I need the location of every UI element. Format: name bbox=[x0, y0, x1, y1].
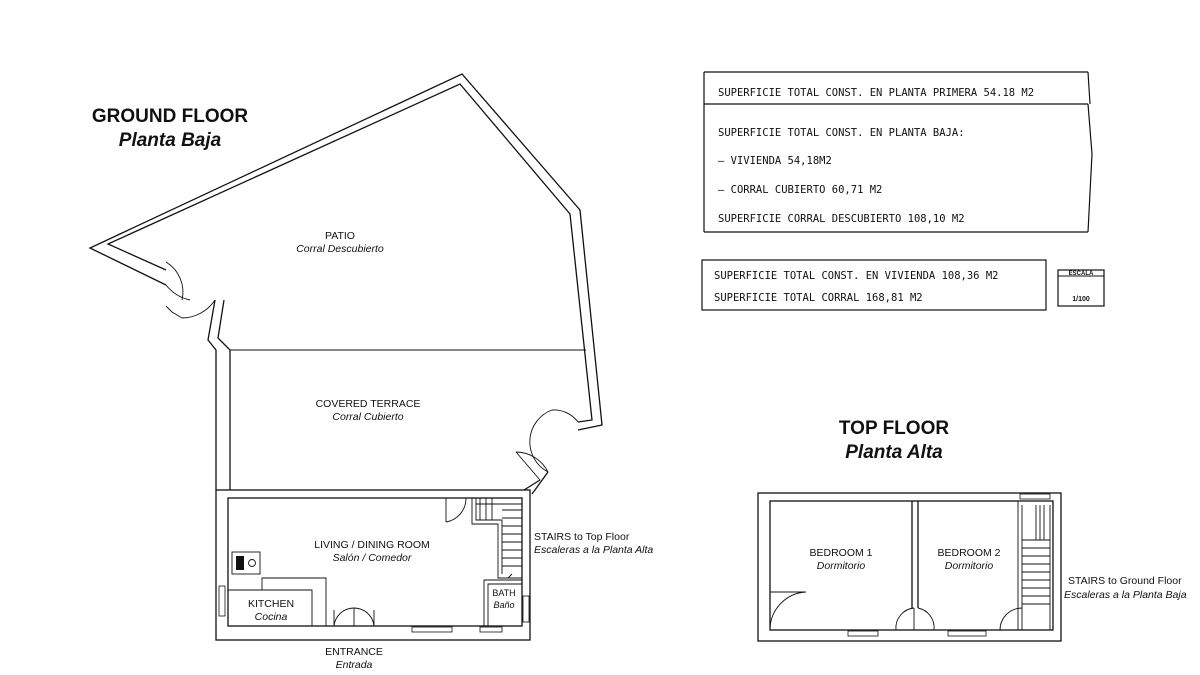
surface-totals-table: SUPERFICIE TOTAL CONST. EN VIVIENDA 108,… bbox=[701, 259, 1047, 311]
totals-row-corral: SUPERFICIE TOTAL CORRAL 168,81 M2 bbox=[714, 292, 923, 304]
kitchen-counter bbox=[228, 589, 313, 626]
surface-area-table: SUPERFICIE TOTAL CONST. EN PLANTA PRIMER… bbox=[703, 71, 1093, 233]
bath-window bbox=[479, 626, 503, 633]
patio-sublabel: Corral Descubierto bbox=[296, 243, 384, 255]
top-floor-plan: BEDROOM 1 Dormitorio BEDROOM 2 Dormitori… bbox=[757, 492, 1187, 642]
surface-row-first-floor: SUPERFICIE TOTAL CONST. EN PLANTA PRIMER… bbox=[718, 87, 1034, 99]
top-stairs-door bbox=[999, 607, 1023, 631]
bath-walls bbox=[483, 579, 522, 626]
living-top-door bbox=[445, 497, 467, 523]
bedroom1-door bbox=[769, 591, 807, 631]
ground-floor-subtitle: Planta Baja bbox=[119, 130, 222, 151]
bath-sublabel: Baño bbox=[493, 600, 514, 610]
covered-terrace-label: COVERED TERRACE bbox=[316, 398, 421, 410]
patio-outer-walls bbox=[88, 73, 603, 495]
surface-row-corral-descubierto: SUPERFICIE CORRAL DESCUBIERTO 108,10 M2 bbox=[718, 213, 965, 225]
top-stairs-label: STAIRS to Ground Floor bbox=[1068, 575, 1182, 587]
bedroom1-label: BEDROOM 1 bbox=[809, 547, 872, 559]
bedroom2-door bbox=[895, 607, 935, 631]
ground-stairs-sublabel: Escaleras a la Planta Alta bbox=[534, 544, 653, 556]
scale-value: 1/100 bbox=[1072, 296, 1090, 303]
bedroom2-label: BEDROOM 2 bbox=[937, 547, 1000, 559]
scale-box: ESCALA 1/100 bbox=[1057, 269, 1105, 307]
surface-row-corral-cubierto: – CORRAL CUBIERTO 60,71 M2 bbox=[718, 184, 882, 196]
kitchen-sublabel: Cocina bbox=[255, 611, 288, 623]
surface-row-ground-floor: SUPERFICIE TOTAL CONST. EN PLANTA BAJA: bbox=[718, 127, 965, 139]
patio-door-left bbox=[165, 261, 216, 319]
bedroom1-sublabel: Dormitorio bbox=[817, 560, 866, 572]
entrance-sublabel: Entrada bbox=[336, 659, 373, 671]
ground-floor-title: GROUND FLOOR bbox=[92, 106, 248, 127]
ground-stairs-label: STAIRS to Top Floor bbox=[534, 531, 630, 543]
entrance-door bbox=[333, 607, 375, 627]
totals-row-vivienda: SUPERFICIE TOTAL CONST. EN VIVIENDA 108,… bbox=[714, 270, 998, 282]
covered-terrace-sublabel: Corral Cubierto bbox=[332, 411, 403, 423]
living-room-sublabel: Salón / Comedor bbox=[333, 552, 412, 564]
surface-row-vivienda: – VIVIENDA 54,18M2 bbox=[718, 155, 832, 167]
bath-side-window bbox=[522, 595, 530, 623]
patio-door-right bbox=[515, 409, 579, 481]
entrance-label: ENTRANCE bbox=[325, 646, 383, 658]
bedroom2-sublabel: Dormitorio bbox=[945, 560, 994, 572]
ground-floor-staircase bbox=[471, 498, 522, 579]
bedroom1-window bbox=[847, 630, 879, 637]
top-floor-title: TOP FLOOR bbox=[839, 418, 949, 439]
living-window bbox=[411, 626, 453, 633]
scale-label: ESCALA bbox=[1069, 271, 1094, 277]
top-stairs-sublabel: Escaleras a la Planta Baja bbox=[1064, 589, 1187, 601]
ground-floor-plan: PATIO Corral Descubierto COVERED TERRACE… bbox=[88, 73, 653, 671]
patio-label: PATIO bbox=[325, 230, 355, 242]
top-floor-staircase bbox=[1021, 505, 1051, 630]
kitchen-window bbox=[218, 585, 226, 617]
kitchen-label: KITCHEN bbox=[248, 598, 294, 610]
bedroom2-window bbox=[947, 630, 987, 637]
living-room-label: LIVING / DINING ROOM bbox=[314, 539, 430, 551]
bath-label: BATH bbox=[492, 588, 515, 598]
stove-icon bbox=[231, 551, 261, 575]
house-block bbox=[215, 489, 531, 641]
top-floor-subtitle: Planta Alta bbox=[845, 442, 943, 463]
stairs-window bbox=[1019, 493, 1051, 500]
